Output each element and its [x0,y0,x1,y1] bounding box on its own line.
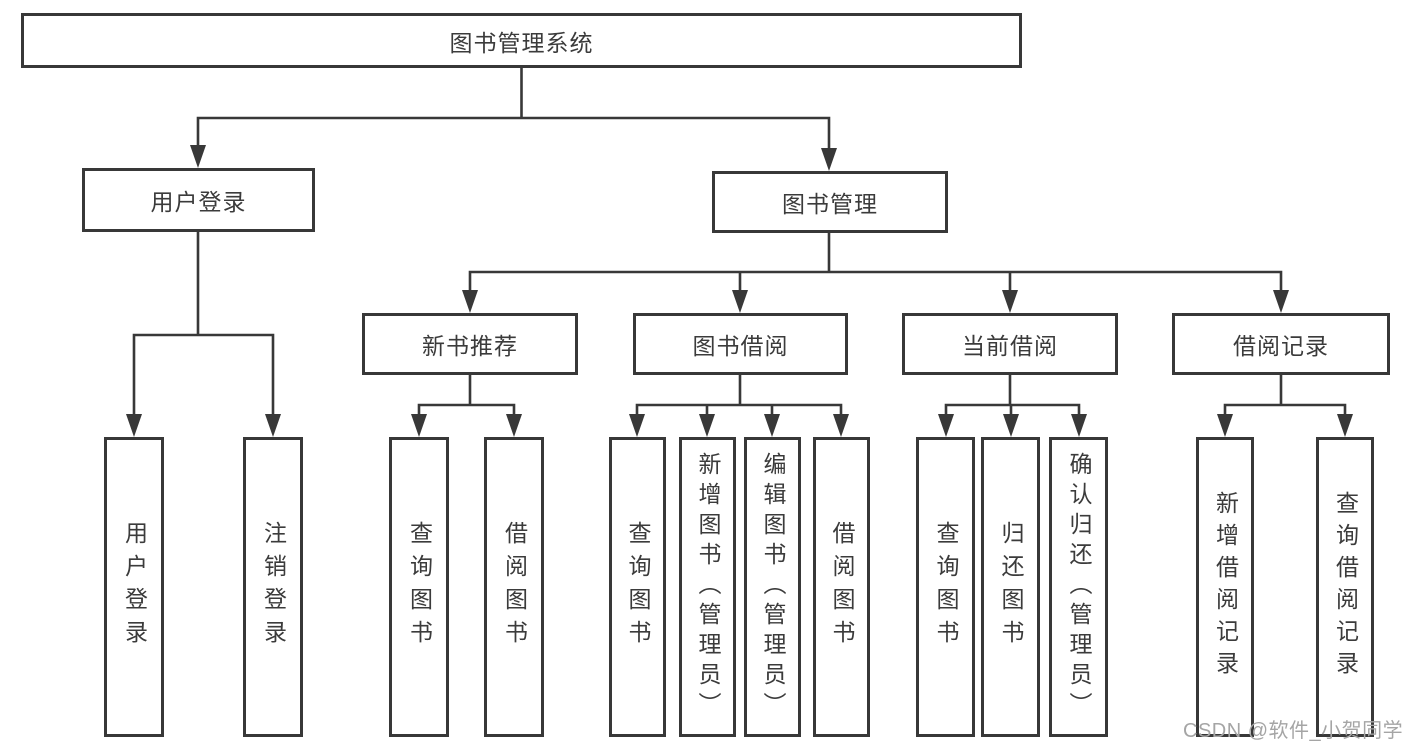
connector-records-to-leaves [1223,375,1347,416]
node-library-management-system: 图书管理系统 [21,13,1022,68]
node-label: 新书推荐 [422,333,518,359]
csdn-watermark: CSDN @软件_小贺同学 [1183,720,1404,742]
node-label: 查询借阅记录 [1332,491,1359,683]
node-book-borrow: 图书借阅 [633,313,848,375]
connector-current-to-leaves [944,375,1081,416]
node-leaf-current-return-book: 归还图书 [981,437,1040,737]
node-label: 查询图书 [625,521,651,653]
node-label: 图书管理系统 [449,29,594,56]
node-leaf-current-confirm-return-admin: 确认归还（管理员） [1049,437,1108,737]
node-leaf-records-search-record: 查询借阅记录 [1316,437,1374,737]
node-leaf-borrow-borrow-book: 借阅图书 [813,437,870,737]
node-label: 查询图书 [406,521,433,653]
node-leaf-borrow-search-book: 查询图书 [609,437,666,737]
connector-root-to-level2 [196,68,831,150]
node-leaf-recommend-borrow-book: 借阅图书 [484,437,544,737]
node-borrow-records: 借阅记录 [1172,313,1390,375]
node-leaf-records-add-record: 新增借阅记录 [1196,437,1254,737]
node-label: 借阅图书 [829,521,855,653]
connector-recommend-to-leaves [417,375,516,416]
node-current-borrow: 当前借阅 [902,313,1118,375]
node-label: 注销登录 [260,521,287,653]
node-leaf-borrow-edit-book-admin: 编辑图书（管理员） [744,437,801,737]
node-user-login: 用户登录 [82,168,315,232]
node-leaf-recommend-search-book: 查询图书 [389,437,449,737]
node-leaf-user-login: 用户登录 [104,437,164,737]
node-label: 借阅图书 [501,521,528,653]
node-leaf-current-search-book: 查询图书 [916,437,975,737]
connector-borrow-to-leaves [635,375,843,416]
node-label: 归还图书 [998,521,1024,653]
node-label: 确认归还（管理员） [1066,452,1092,722]
node-label: 编辑图书（管理员） [760,452,786,722]
node-label: 新增借阅记录 [1212,491,1239,683]
node-label: 借阅记录 [1233,333,1329,359]
node-label: 图书借阅 [692,333,789,359]
node-label: 新增图书（管理员） [695,452,721,722]
node-leaf-logout: 注销登录 [243,437,303,737]
node-label: 查询图书 [933,521,959,653]
connector-login-to-leaves [132,232,275,416]
node-leaf-borrow-add-book-admin: 新增图书（管理员） [679,437,736,737]
node-book-management: 图书管理 [712,171,948,233]
node-new-book-recommend: 新书推荐 [362,313,578,375]
node-label: 图书管理 [782,191,878,217]
connector-mgmt-to-level3 [468,233,1283,292]
node-label: 用户登录 [150,189,247,215]
node-label: 用户登录 [121,521,148,653]
node-label: 当前借阅 [962,333,1058,359]
